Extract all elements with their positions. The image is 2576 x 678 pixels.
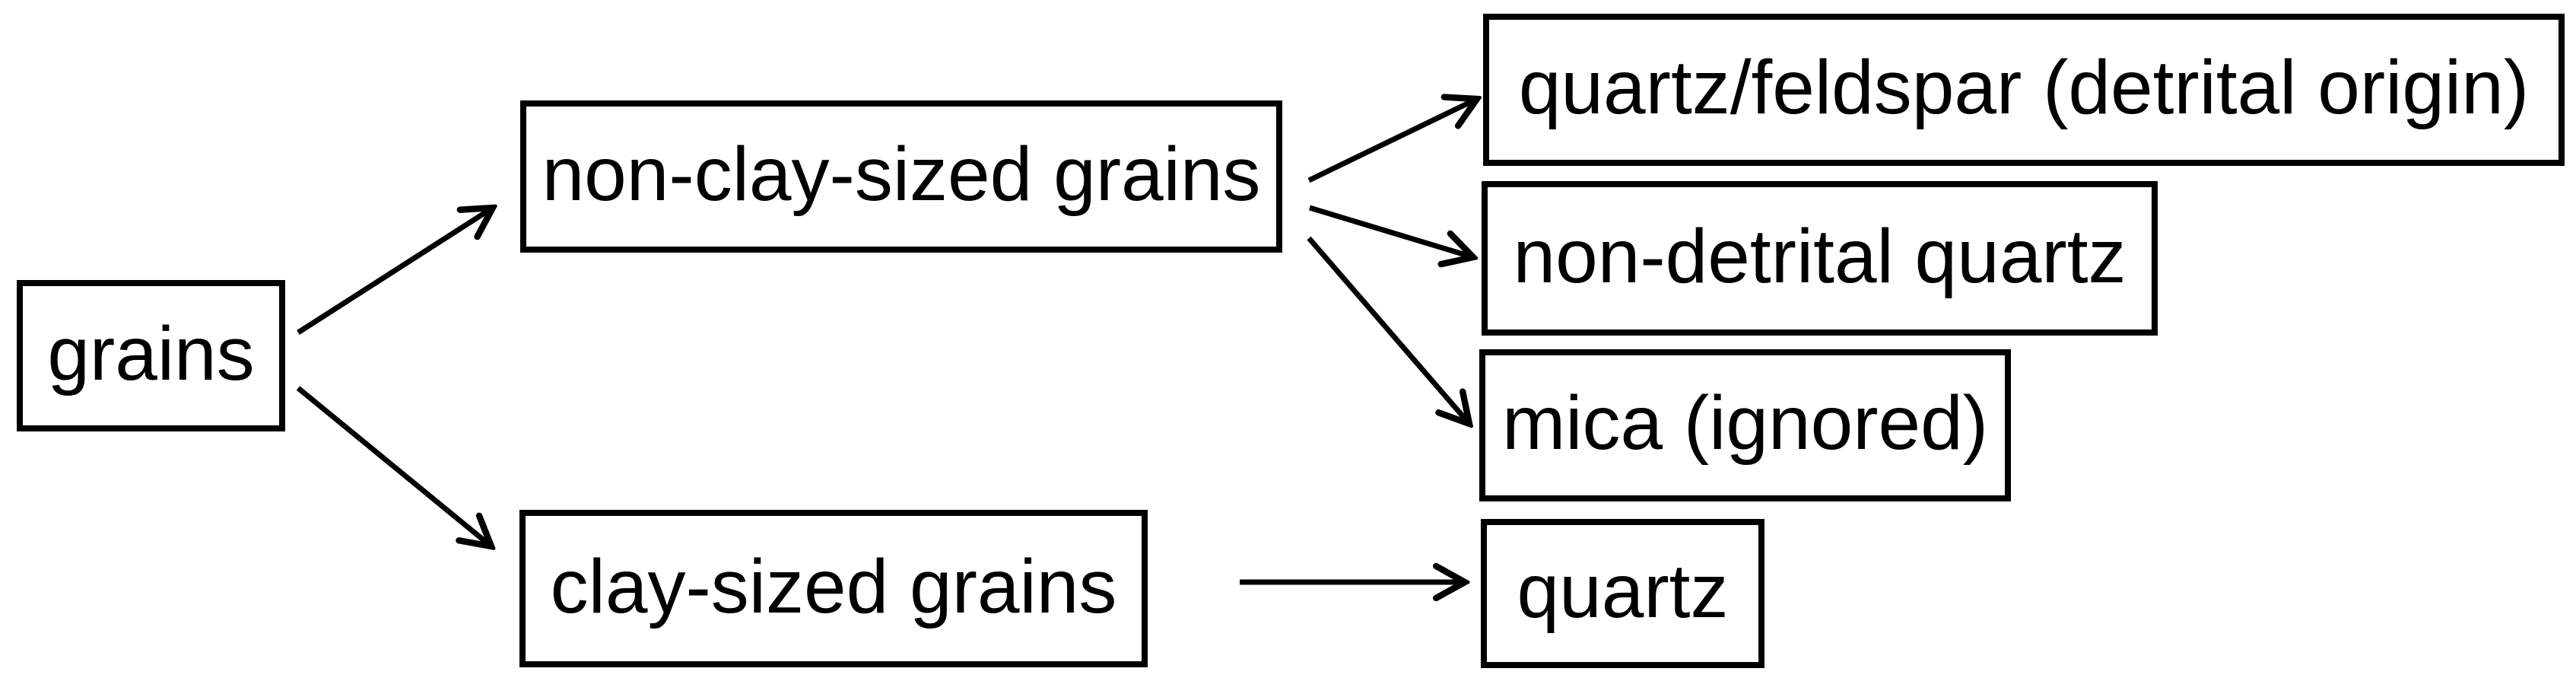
arrow-non-clay-sized-grains-to-non-detrital-quartz: [1308, 205, 1473, 257]
diagram-node-non-clay-sized-grains: non-clay-sized grains: [520, 100, 1282, 253]
diagram-node-label-mica-ignored: mica (ignored): [1501, 380, 1989, 466]
diagram-node-non-detrital-quartz: non-detrital quartz: [1482, 181, 2158, 336]
diagram-node-label-grains: grains: [47, 310, 255, 396]
arrow-grains-to-non-clay-sized-grains: [297, 208, 493, 335]
diagram-node-clay-sized-grains: clay-sized grains: [519, 510, 1148, 667]
diagram-node-mica-ignored: mica (ignored): [1479, 349, 2011, 501]
arrow-grains-to-clay-sized-grains: [296, 386, 491, 546]
diagram-node-grains: grains: [17, 280, 285, 431]
diagram-node-label-clay-sized-grains: clay-sized grains: [550, 543, 1117, 629]
diagram-node-quartz-feldspar: quartz/feldspar (detrital origin): [1483, 14, 2565, 166]
diagram-node-label-non-clay-sized-grains: non-clay-sized grains: [542, 132, 1261, 217]
diagram-node-label-non-detrital-quartz: non-detrital quartz: [1513, 213, 2127, 299]
diagram-node-label-quartz-feldspar: quartz/feldspar (detrital origin): [1518, 45, 2530, 130]
arrow-non-clay-sized-grains-to-quartz-feldspar: [1307, 99, 1477, 183]
diagram-node-label-quartz: quartz: [1517, 549, 1729, 634]
arrow-non-clay-sized-grains-to-mica-ignored: [1307, 236, 1469, 424]
diagram-node-quartz: quartz: [1481, 519, 1764, 668]
